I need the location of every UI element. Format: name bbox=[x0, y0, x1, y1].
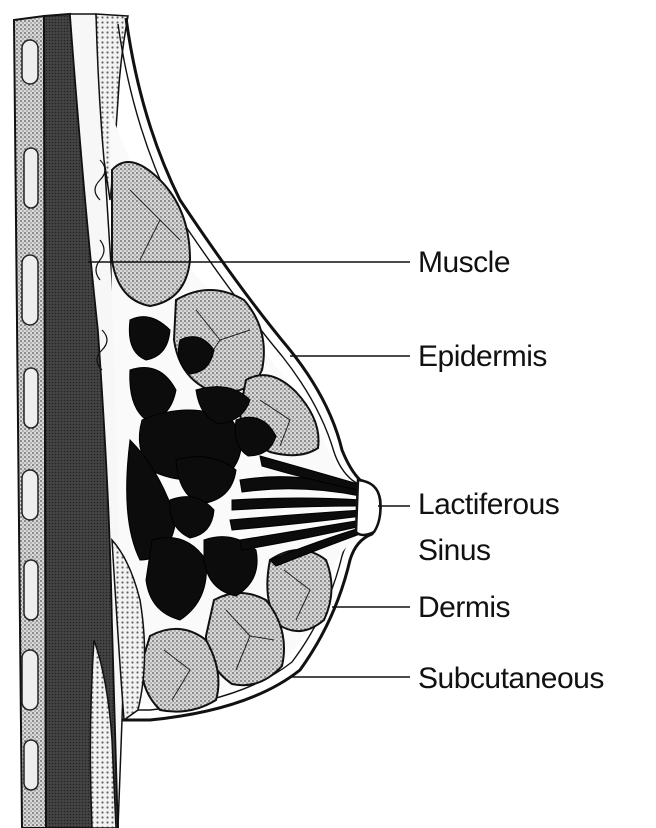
chest-skin-cells bbox=[22, 40, 38, 790]
label-lactiferous-line2: Sinus bbox=[418, 534, 491, 567]
nipple bbox=[356, 480, 380, 535]
label-epidermis: Epidermis bbox=[418, 340, 547, 373]
label-subcutaneous: Subcutaneous bbox=[418, 662, 604, 695]
label-lactiferous-line1: Lactiferous bbox=[418, 488, 559, 521]
label-dermis: Dermis bbox=[418, 591, 510, 624]
label-muscle: Muscle bbox=[418, 246, 510, 279]
